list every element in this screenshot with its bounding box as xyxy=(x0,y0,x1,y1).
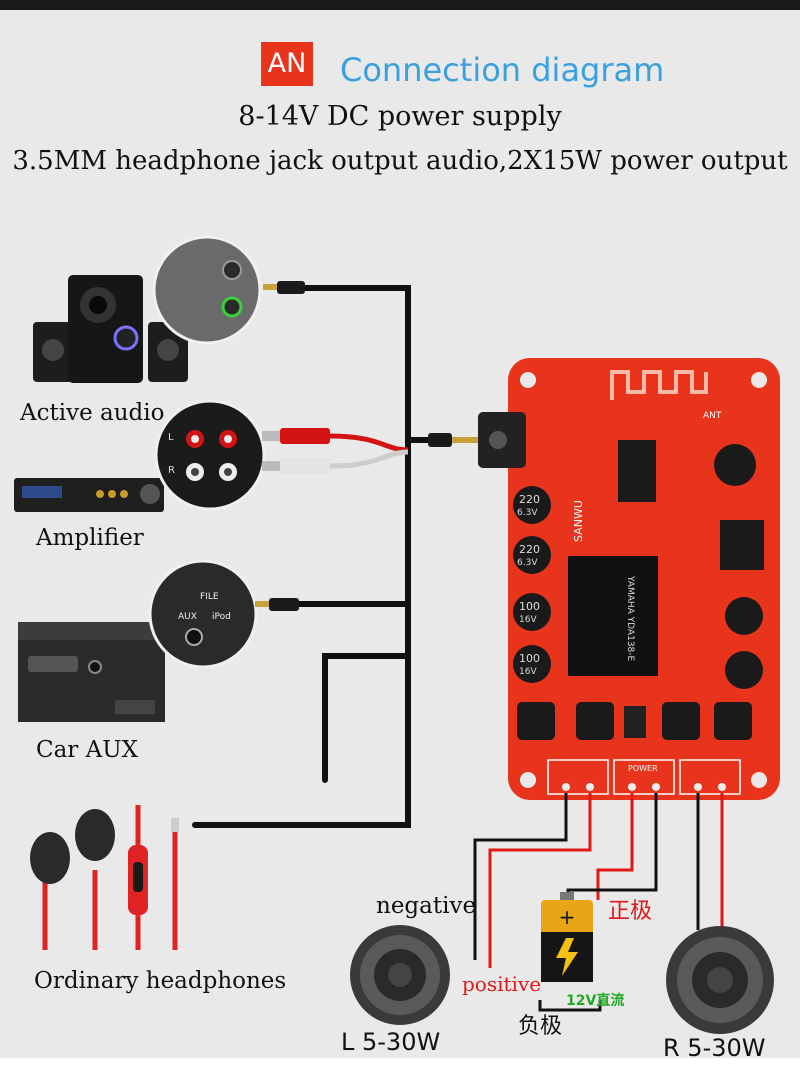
audio-plug-2 xyxy=(255,598,350,611)
car-aux-panel xyxy=(148,559,258,669)
audio-plug-1 xyxy=(263,281,305,294)
brand-label: SANWU xyxy=(572,500,585,542)
power-label: POWER xyxy=(628,764,658,773)
cable-bus xyxy=(192,285,443,828)
positive-label: positive xyxy=(462,972,542,996)
cap-volt-b: 6.3V xyxy=(517,558,538,568)
power-supply-text: 8-14V DC power supply xyxy=(238,101,562,132)
amplifier-device xyxy=(14,478,164,512)
rca-right-label: R xyxy=(168,465,175,476)
svg-text:+: + xyxy=(559,905,576,929)
ipod-port-label: iPod xyxy=(212,612,231,622)
terminal-blocks: POWER xyxy=(547,759,741,795)
headphones-label: Ordinary headphones xyxy=(34,968,287,994)
cap-label-220-b: 220 xyxy=(519,543,540,556)
audio-jack-panel xyxy=(152,235,262,345)
car-aux-label: Car AUX xyxy=(36,737,138,763)
rca-white-cable xyxy=(329,449,409,469)
left-speaker-label: L 5-30W xyxy=(341,1028,441,1056)
amplifier-board: ANT YAMAHA YDA138-E SANWU 220 6.3V 220 6… xyxy=(478,358,780,800)
cap-label-100-a: 100 xyxy=(519,600,540,613)
ant-label: ANT xyxy=(703,411,722,421)
car-stereo-device xyxy=(18,622,165,722)
right-speaker-label: R 5-30W xyxy=(663,1034,766,1062)
cap-label-220-a: 220 xyxy=(519,493,540,506)
positive-cn-label: 正极 xyxy=(608,899,653,924)
left-speaker xyxy=(350,925,450,1025)
cap-volt-d: 16V xyxy=(519,667,537,677)
rca-input-panel xyxy=(154,399,266,511)
audio-output-text: 3.5MM headphone jack output audio,2X15W … xyxy=(12,146,788,176)
cap-volt-c: 16V xyxy=(519,615,537,625)
file-label: FILE xyxy=(200,592,219,602)
speaker-wires xyxy=(473,793,724,1012)
bottom-border xyxy=(0,1058,800,1069)
negative-label: negative xyxy=(376,893,477,919)
inductors xyxy=(517,702,752,740)
active-audio-speakers xyxy=(33,275,188,383)
cap-label-100-b: 100 xyxy=(519,652,540,665)
board-input-plug xyxy=(428,433,478,447)
aux-port-label: AUX xyxy=(178,612,197,622)
page-title: Connection diagram xyxy=(340,51,665,89)
amplifier-label: Amplifier xyxy=(36,525,144,551)
brand-logo: AN xyxy=(261,42,313,86)
earphones xyxy=(30,805,179,950)
rca-red-cable xyxy=(329,433,409,453)
battery-icon: + xyxy=(541,892,593,982)
active-audio-label: Active audio xyxy=(20,400,165,426)
cap-volt-a: 6.3V xyxy=(517,508,538,518)
battery-label: 12V直流 xyxy=(566,993,625,1009)
right-speaker xyxy=(666,926,774,1034)
chip-label: YAMAHA YDA138-E xyxy=(625,575,635,662)
top-border xyxy=(0,0,800,10)
rca-plugs xyxy=(262,428,330,474)
capacitors: 220 6.3V 220 6.3V 100 16V 100 16V xyxy=(513,444,763,689)
negative-cn-label: 负极 xyxy=(518,1014,563,1039)
rca-left-label: L xyxy=(168,432,174,443)
